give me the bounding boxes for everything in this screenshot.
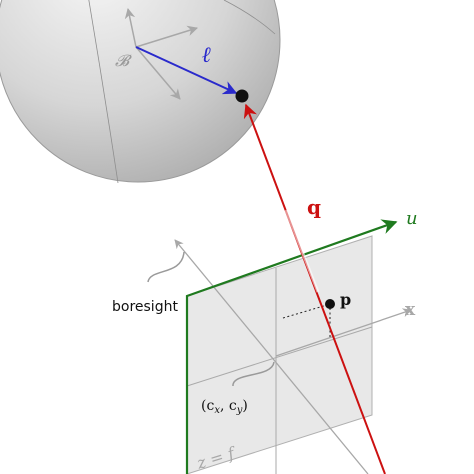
boresight-leader [147, 251, 185, 283]
ell-vector [135, 46, 238, 95]
ell-vector-group: ℓ [135, 42, 238, 95]
boresight-axis [174, 239, 369, 474]
star-point [235, 89, 249, 103]
sphere-meridian [88, 0, 119, 184]
x-label: x [405, 300, 416, 320]
body-frame-axis-3 [135, 46, 181, 100]
u-label: u [406, 208, 418, 229]
body-frame-axis-2 [135, 25, 199, 48]
body-frame-axis-1 [124, 7, 137, 48]
sphere-parallel [223, 0, 276, 35]
ell-label: ℓ [202, 42, 211, 68]
p-projection-horizontal [282, 304, 328, 319]
principal-point-label: (cx, cy) [201, 398, 248, 416]
celestial-sphere [0, 0, 281, 184]
image-point-p [325, 299, 335, 309]
principal-point-open: (c [201, 398, 214, 414]
q-label: q [307, 195, 321, 219]
p-label: p [340, 290, 351, 309]
principal-point-mid: , c [220, 398, 237, 414]
boresight-label: boresight [112, 299, 178, 315]
principal-point-y-sub: y [236, 405, 243, 416]
principal-point-x-sub: x [214, 405, 220, 416]
principal-point-leader [232, 361, 275, 387]
body-frame: 𝓑 [115, 7, 199, 100]
q-vector-fade [284, 209, 320, 293]
q-vector-group: q [243, 103, 386, 474]
principal-point-close: ) [242, 398, 247, 414]
u-axis [185, 219, 398, 474]
body-frame-label: 𝓑 [115, 51, 132, 70]
focal-plane: z = f [174, 219, 412, 474]
x-axis [275, 308, 412, 357]
plane-horizontal-mid [186, 326, 373, 387]
sphere-body [0, 0, 281, 183]
